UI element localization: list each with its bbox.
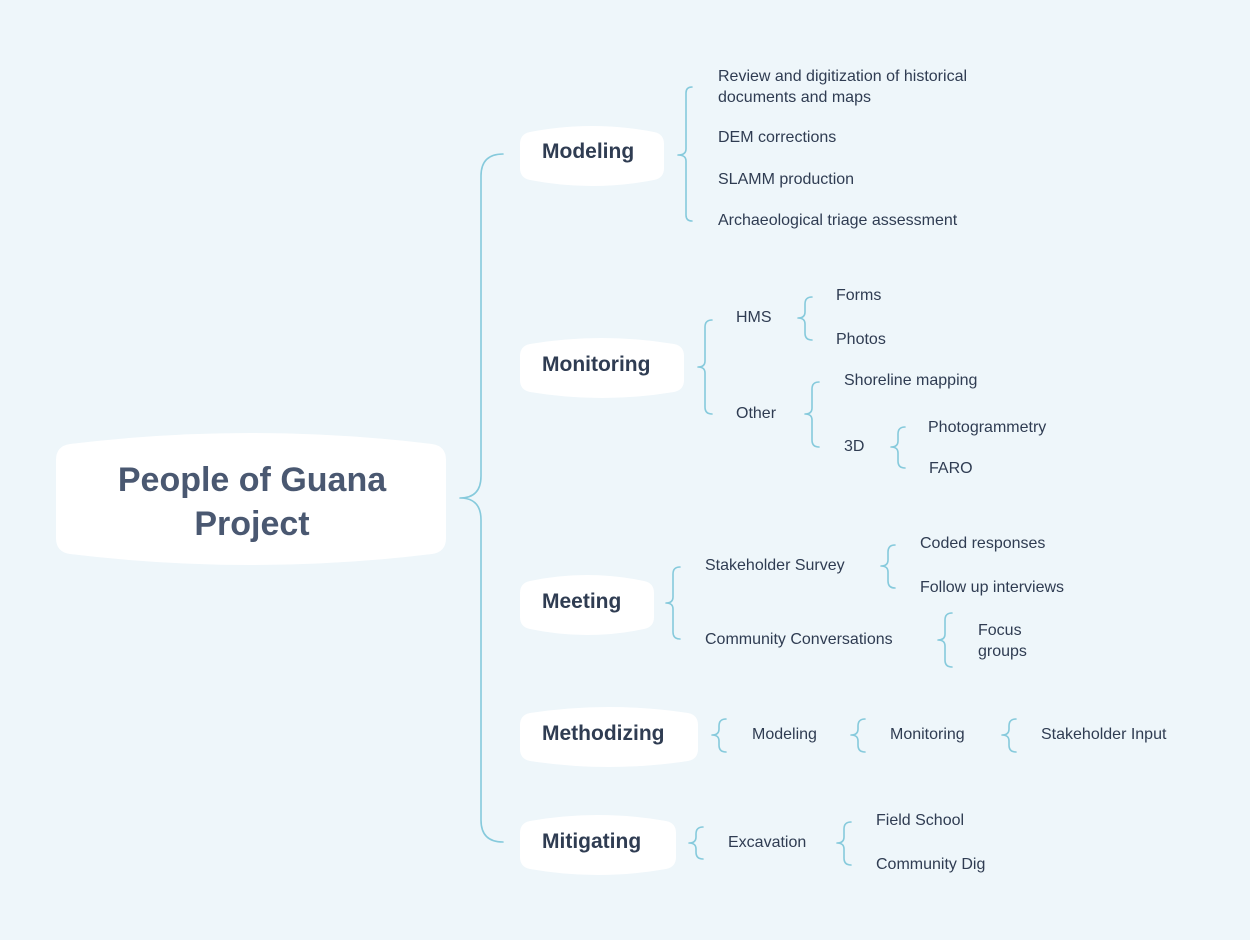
excavation-item-field-school: Field School [876, 812, 965, 829]
hms-item-forms: Forms [836, 287, 882, 304]
hms-label: HMS [736, 309, 772, 326]
methodizing-brace-2 [850, 718, 866, 753]
survey-brace [880, 544, 896, 589]
methodizing-node[interactable] [520, 707, 698, 767]
methodizing-item-modeling: Modeling [752, 726, 817, 743]
meeting-node[interactable] [520, 575, 654, 635]
methodizing-item-stakeholder-input: Stakeholder Input [1041, 726, 1167, 743]
monitoring-brace [697, 319, 713, 415]
other-item-shoreline: Shoreline mapping [844, 372, 978, 389]
survey-label: Stakeholder Survey [705, 557, 845, 574]
excavation-item-community-dig: Community Dig [876, 856, 986, 873]
modeling-item-slamm: SLAMM production [718, 171, 855, 188]
survey-item-follow-up: Follow up interviews [920, 579, 1065, 596]
monitoring-label: Monitoring [542, 353, 651, 376]
hms-item-photos: Photos [836, 331, 886, 348]
excavation-label: Excavation [728, 834, 807, 851]
modeling-brace [677, 86, 693, 222]
modeling-item-dem: DEM corrections [718, 129, 837, 146]
methodizing-brace-1 [711, 718, 727, 753]
modeling-item-historical: Review and digitization of historical do… [718, 68, 968, 106]
meeting-brace [665, 566, 681, 640]
conversations-brace [937, 612, 953, 668]
root-connector [459, 153, 504, 843]
conversations-label: Community Conversations [705, 631, 893, 648]
root-title-line-1: People of Guana [117, 461, 387, 499]
other-brace [804, 381, 820, 448]
three-d-brace [890, 426, 906, 469]
three-d-item-faro: FARO [929, 460, 973, 477]
root-title: People of Guana Project [58, 458, 446, 546]
other-label: Other [736, 405, 777, 422]
modeling-label: Modeling [542, 140, 635, 163]
meeting-label: Meeting [542, 590, 622, 613]
methodizing-label: Methodizing [542, 722, 665, 745]
monitoring-node[interactable] [520, 338, 684, 398]
methodizing-item-monitoring: Monitoring [890, 726, 965, 743]
excavation-brace [836, 821, 852, 866]
root-node[interactable] [56, 433, 446, 565]
root-title-line-2: Project [194, 505, 310, 543]
mitigating-brace [688, 826, 704, 860]
conversations-item-focus-groups: Focus groups [978, 622, 1027, 660]
modeling-node[interactable] [520, 126, 664, 186]
three-d-label: 3D [844, 438, 865, 455]
mitigating-node[interactable] [520, 815, 676, 875]
methodizing-brace-3 [1001, 718, 1017, 753]
modeling-item-archaeological: Archaeological triage assessment [718, 212, 958, 229]
three-d-item-photogrammetry: Photogrammetry [928, 419, 1047, 436]
hms-brace [797, 296, 813, 341]
mitigating-label: Mitigating [542, 830, 642, 853]
survey-item-coded: Coded responses [920, 535, 1046, 552]
